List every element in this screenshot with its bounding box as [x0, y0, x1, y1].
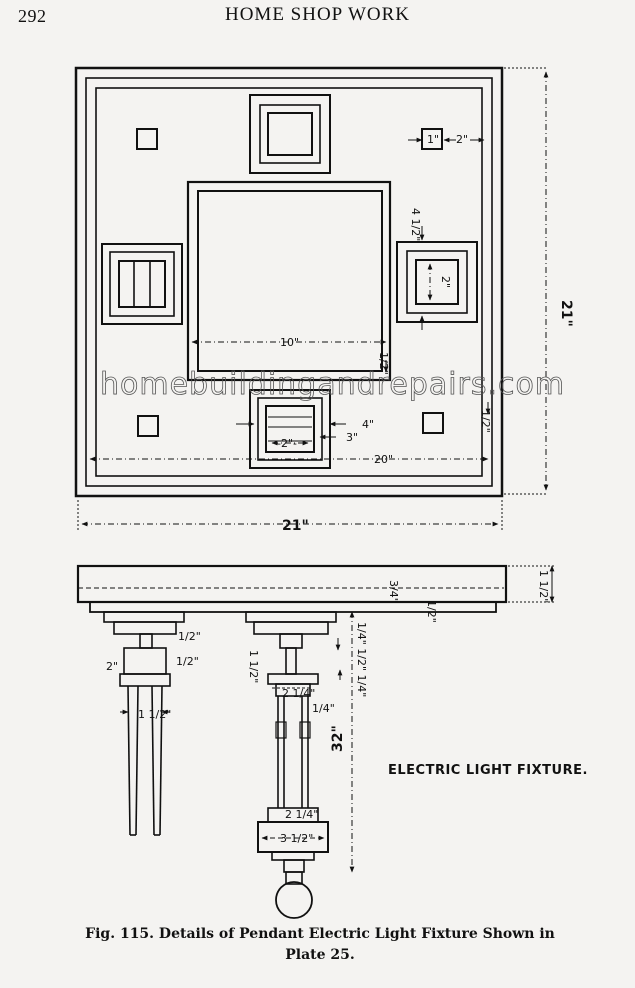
- elevation-dimension-lines: [120, 565, 556, 873]
- right-panel-outer: [396, 241, 478, 323]
- right-panel-mid: [406, 250, 468, 314]
- caption-line-1: Fig. 115. Details of Pendant Electric Li…: [85, 926, 555, 942]
- dim-side-depth: 4 1/2": [409, 208, 422, 241]
- page-number: 292: [18, 6, 47, 26]
- center-canopy: [245, 611, 337, 623]
- plan-dimension-lines: [77, 67, 549, 530]
- plan-border-2: [85, 77, 493, 487]
- dim-bottom-rod-spacing: 2 1/4": [285, 808, 318, 821]
- light-bulb: [275, 881, 313, 919]
- dim-center-collar: 2 1/4": [282, 687, 315, 700]
- dim-small-square: 1": [427, 133, 439, 146]
- dim-bottom-block: 3 1/2": [280, 832, 313, 845]
- small-square-br: [422, 412, 444, 434]
- dim-bottom-mid: 3": [346, 431, 358, 444]
- dim-bottom-inner: -2"-: [277, 437, 297, 450]
- dim-center-stem: 1 1/2": [247, 650, 260, 683]
- dim-height-overall: 21": [558, 300, 574, 327]
- dim-border-edge: 1/2": [479, 410, 492, 433]
- plan-border-3: [95, 87, 483, 477]
- small-square-tl: [136, 128, 158, 150]
- left-panel-mid: [109, 251, 175, 317]
- dim-right-marks: 1/4" 1/2" 1/4": [355, 622, 368, 697]
- dim-top-offset-b: 1/2": [425, 600, 438, 623]
- dim-inner-width: 20": [374, 453, 393, 466]
- center-panel-inner: [197, 190, 383, 372]
- elevation-view: [76, 564, 508, 919]
- top-panel-mid: [259, 104, 321, 164]
- dim-center-panel: 10": [280, 336, 299, 349]
- right-panel-inner: [415, 259, 459, 305]
- center-panel-outer: [186, 180, 392, 382]
- plan-leader-arrows: [236, 137, 491, 440]
- plan-view: [74, 66, 504, 498]
- dim-top-thickness: 1 1/2": [537, 570, 550, 603]
- dim-side-inner: 2": [439, 276, 452, 288]
- figure-caption: Fig. 115. Details of Pendant Electric Li…: [20, 924, 620, 966]
- dim-bottom-outer: 4": [362, 418, 374, 431]
- left-panel-inner: [118, 260, 166, 308]
- fixture-label: ELECTRIC LIGHT FIXTURE.: [388, 763, 588, 778]
- dim-center-edge: 1/2": [377, 352, 390, 375]
- left-panel-outer: [101, 243, 183, 325]
- small-square-bl: [137, 415, 159, 437]
- caption-line-2: Plate 25.: [285, 947, 355, 963]
- top-panel-inner: [267, 112, 313, 156]
- watermark: homebuildingandrepairs.com: [100, 367, 565, 402]
- plan-outer-border: [74, 66, 504, 498]
- dim-center-drop: 32": [330, 725, 346, 752]
- bottom-panel-mid: [257, 397, 323, 461]
- top-panel-outer: [249, 94, 331, 174]
- top-slab: [76, 564, 508, 604]
- dim-left-collar-small: 1/2": [176, 655, 199, 668]
- plan-dim-labels: 21" 21" 20" 10" 1" 2" 4 1/2" 2" 4" 3" -2…: [277, 133, 574, 534]
- dim-top-offset-a: 3/4": [387, 580, 400, 603]
- running-title: HOME SHOP WORK: [224, 4, 411, 25]
- elevation-dim-labels: 1 1/2" 3/4" 1/2" 1/2" 2" 1/2" 1 1/2" 1 1…: [106, 570, 550, 845]
- dim-center-rod-mark: 1/4": [312, 702, 335, 715]
- bottom-panel-inner: [265, 405, 315, 453]
- dim-left-stem: 1/2": [178, 630, 201, 643]
- bottom-panel-outer: [249, 389, 331, 469]
- left-canopy: [103, 611, 185, 623]
- dim-width-overall: 21": [282, 518, 309, 534]
- dim-small-offset: 2": [456, 133, 468, 146]
- dim-left-rod-spacing: 1 1/2": [138, 708, 171, 721]
- dim-left-collar: 2": [106, 660, 118, 673]
